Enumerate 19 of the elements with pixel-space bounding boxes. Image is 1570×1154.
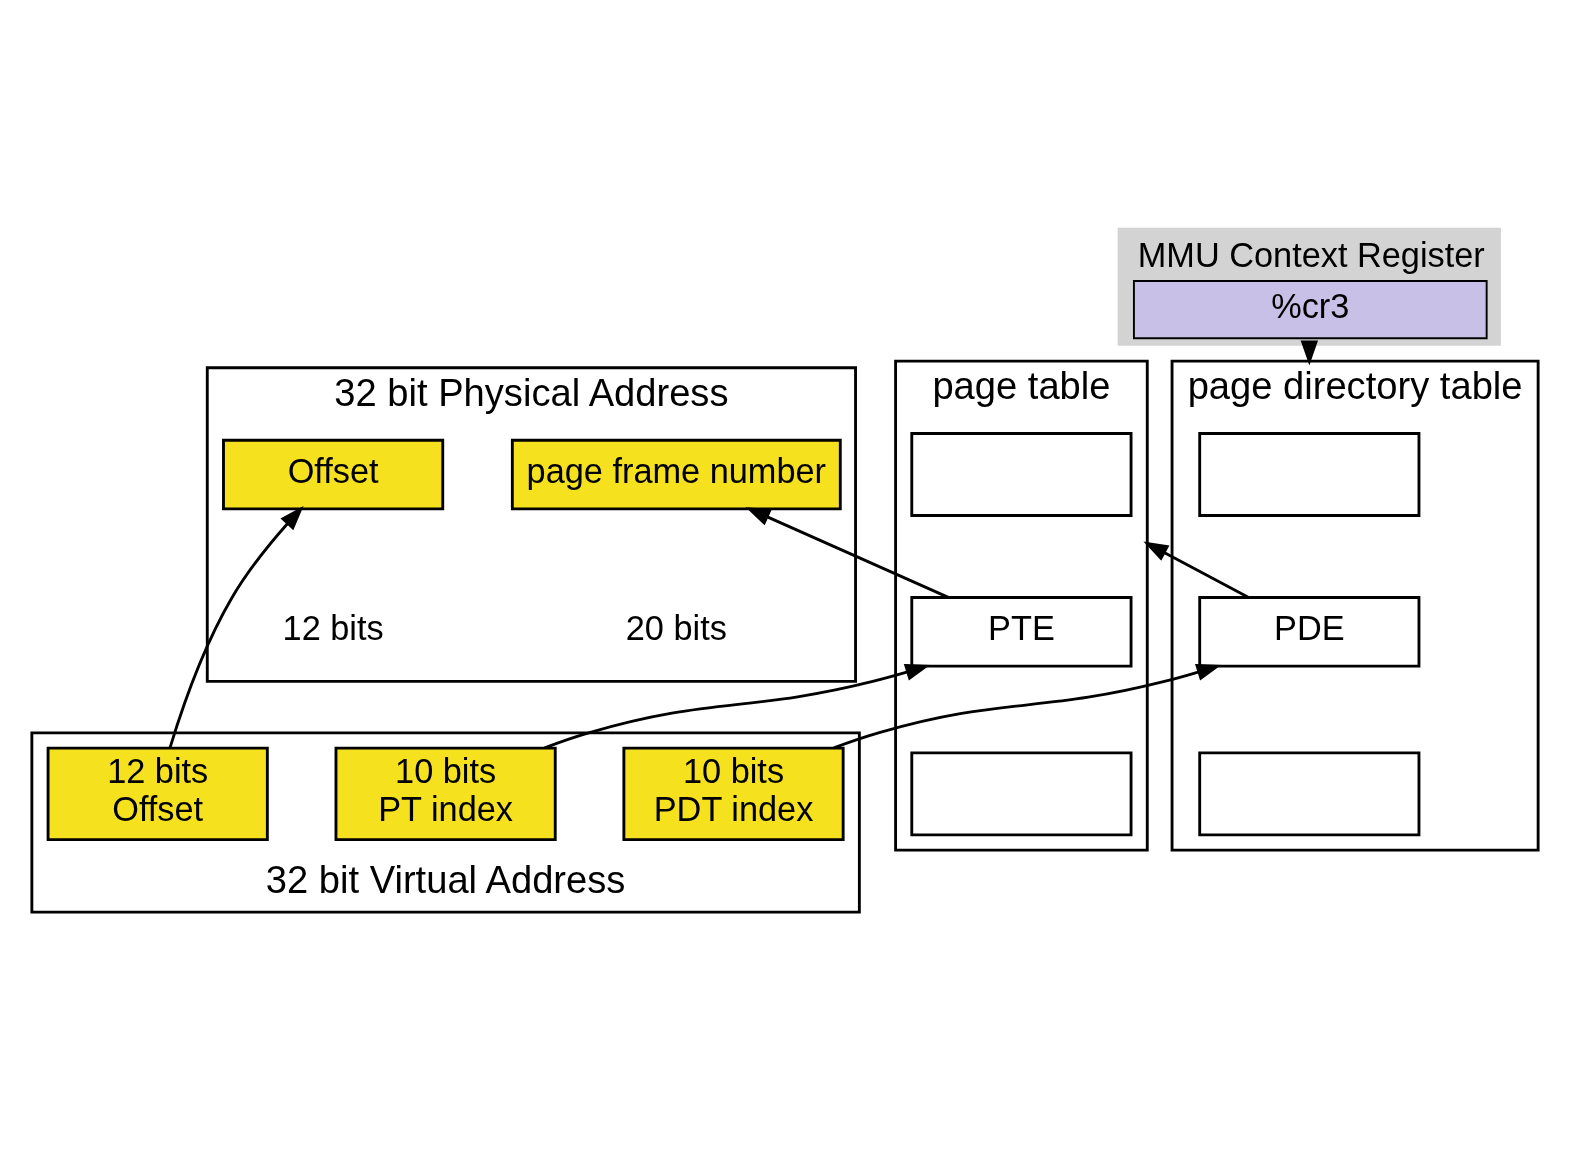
- arrow: [1300, 340, 1319, 365]
- node-box: [910, 751, 1133, 836]
- node-box: page frame number: [510, 438, 842, 510]
- node-box: Offset: [222, 438, 445, 510]
- arrow: [833, 663, 1222, 749]
- node-box: 10 bits PT index: [334, 746, 557, 841]
- node-box: 10 bits PDT index: [622, 746, 845, 841]
- arrow: [544, 663, 931, 749]
- node-box: [1198, 751, 1421, 836]
- node-box: 12 bits Offset: [46, 746, 269, 841]
- arrow: [1143, 541, 1249, 598]
- node-box: [910, 431, 1133, 517]
- arrow: [168, 505, 304, 748]
- node-box: PDE: [1198, 595, 1421, 668]
- arrow: [745, 506, 949, 599]
- node-box: PTE: [910, 595, 1133, 668]
- node-label: 12 bits: [282, 608, 384, 647]
- node-label: 20 bits: [625, 608, 727, 647]
- node-box: [1198, 431, 1421, 517]
